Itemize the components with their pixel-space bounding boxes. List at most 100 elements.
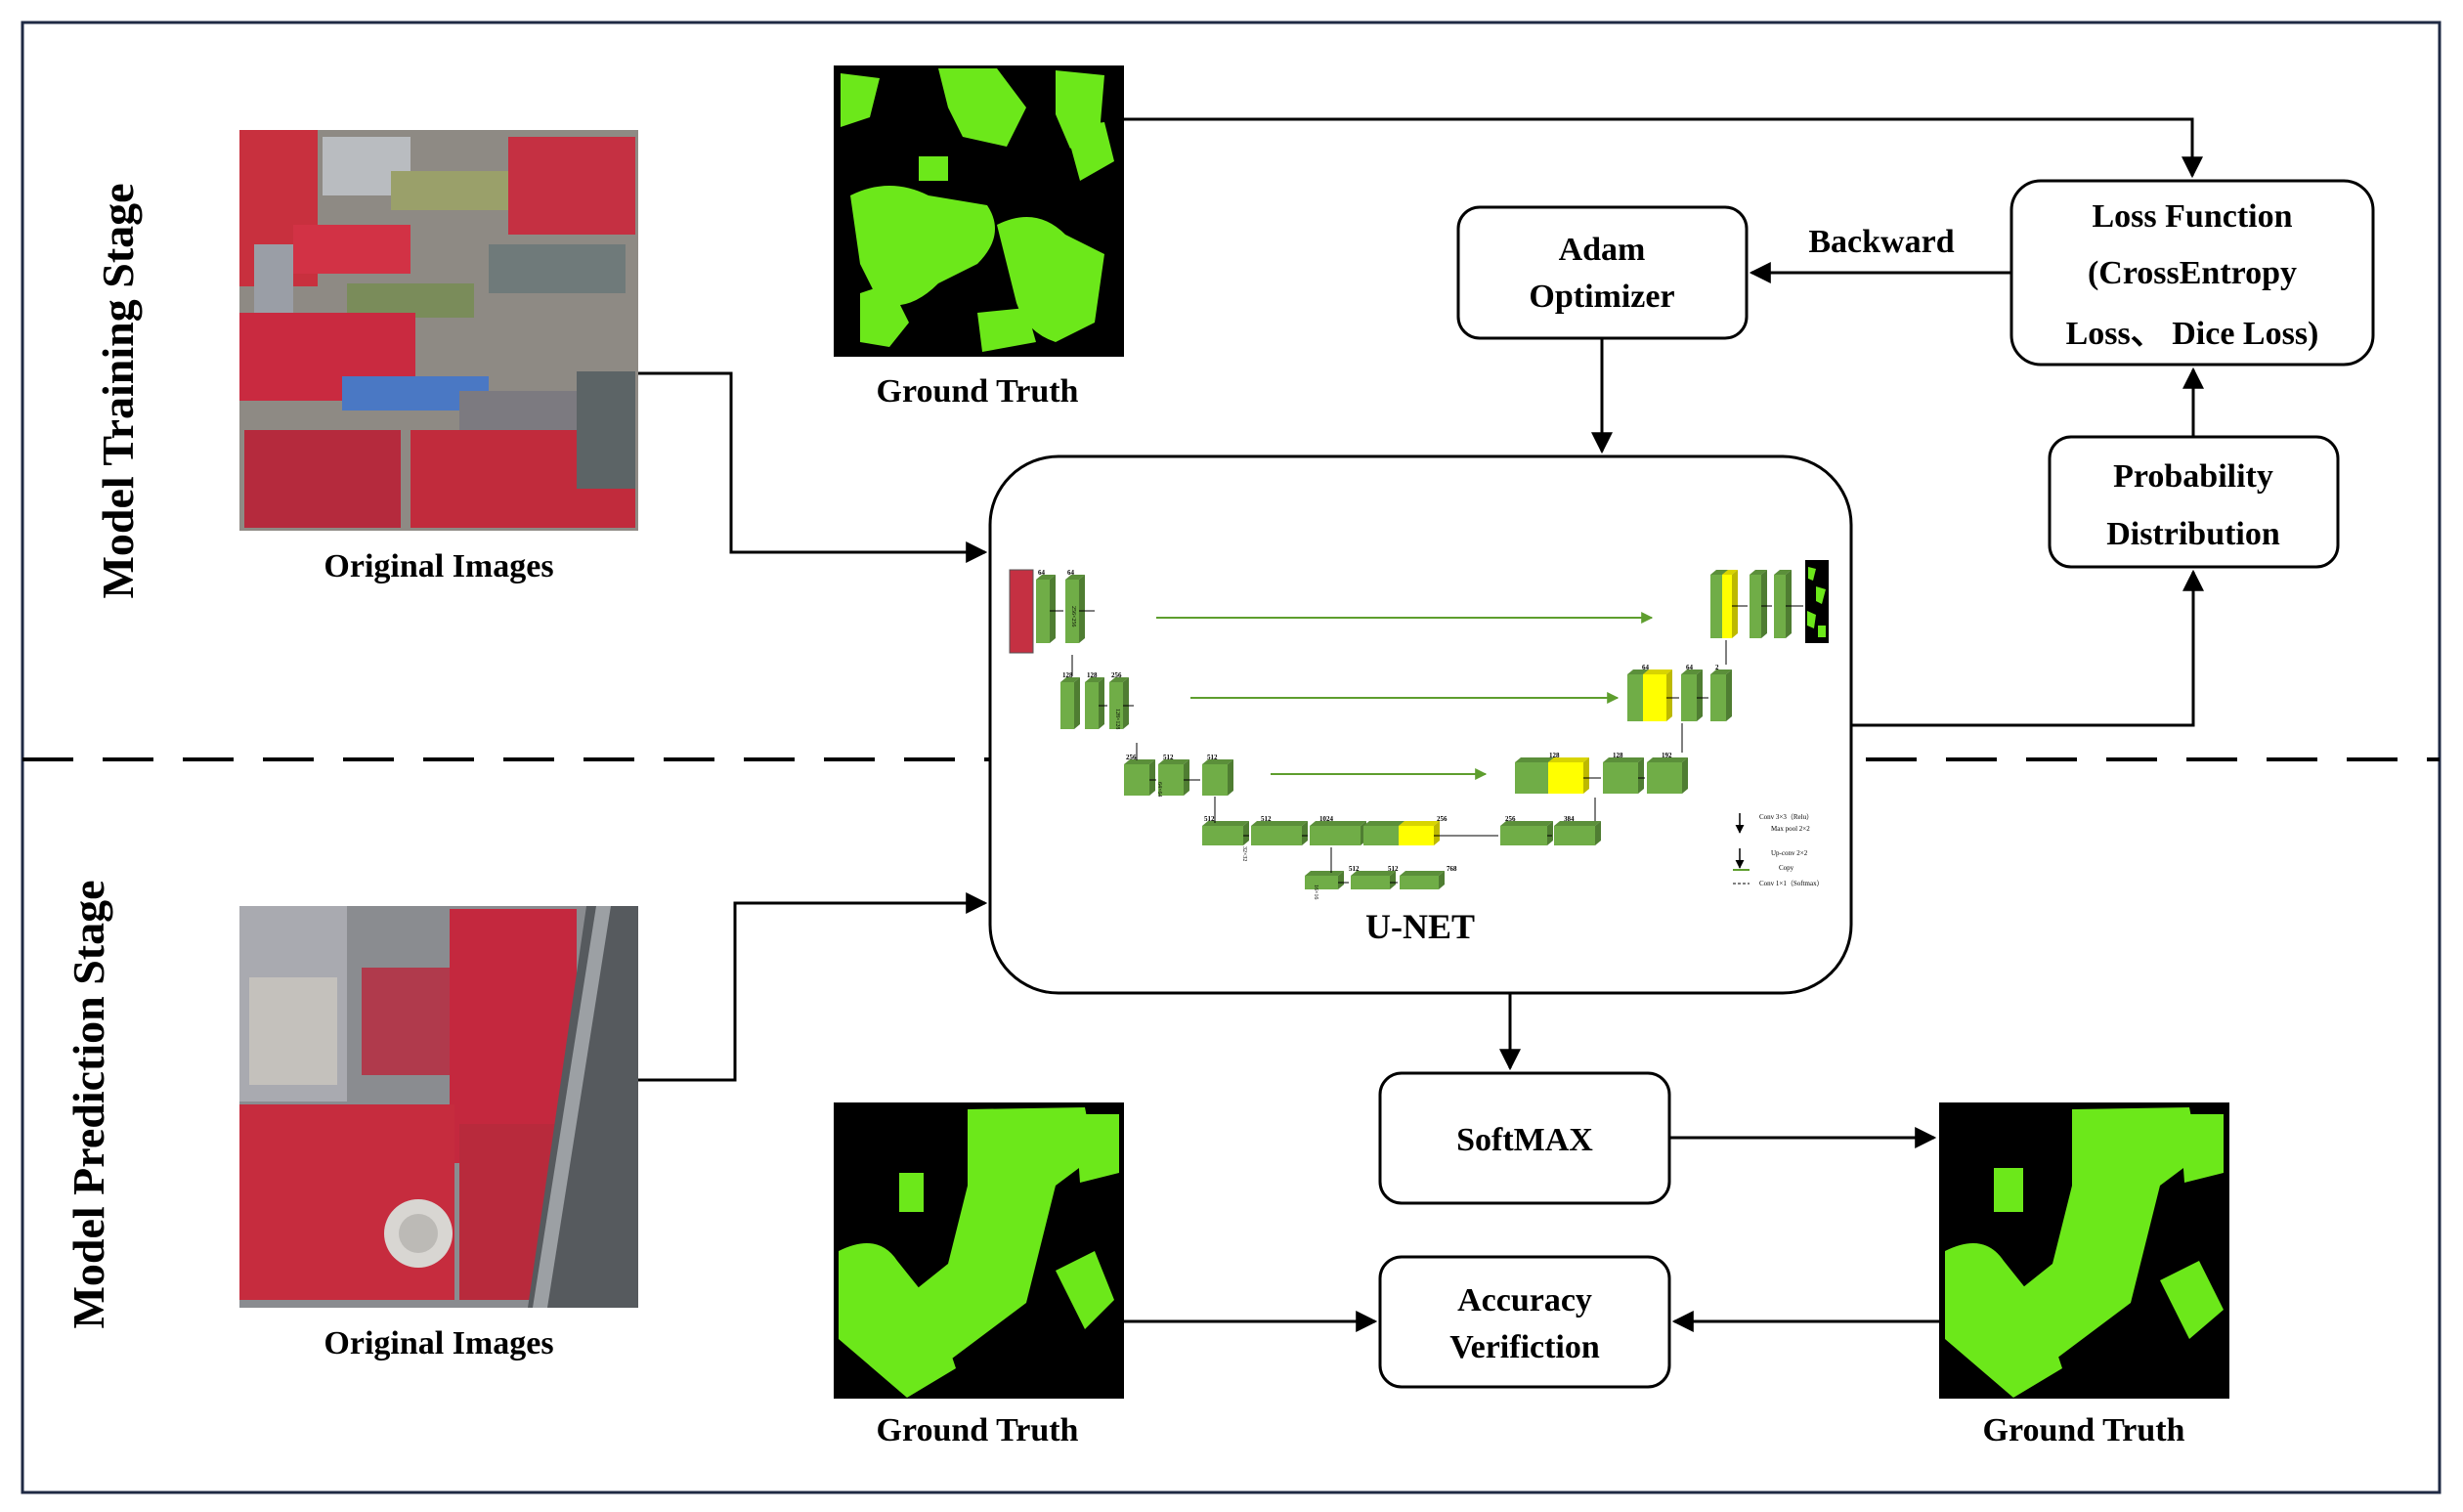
unet-channel-label: 512 [1388, 865, 1399, 873]
unet-block-top [1710, 670, 1732, 674]
arrow-gt-to-loss [1124, 117, 2203, 179]
backward-label: Backward [1808, 224, 1954, 260]
ground-truth-prediction-right [1939, 1102, 2229, 1399]
unet-block-side [1595, 821, 1601, 845]
unet-block-side [1149, 759, 1155, 796]
unet-block [1036, 580, 1050, 643]
unet-channel-label: 512 [1261, 815, 1272, 823]
unet-block-top [1251, 821, 1308, 826]
unet-input-image [1009, 569, 1034, 654]
unet-block-top [1500, 821, 1553, 826]
unet-block [1065, 580, 1079, 643]
caption-gt-prediction-left: Ground Truth [877, 1412, 1079, 1448]
unet-block-top [1085, 677, 1104, 682]
unet-channel-label: 256 [1126, 754, 1137, 761]
legend-copy: Copy [1779, 864, 1794, 872]
accuracy-verification-box: Accuracy Verifiction [1378, 1255, 1671, 1389]
unet-label: U-NET [1365, 907, 1475, 946]
unet-block-side [1439, 871, 1445, 889]
unet-block [1399, 826, 1434, 845]
unet-block-top [1554, 821, 1601, 826]
unet-block-side [1434, 821, 1440, 845]
legend-upconv: Up-conv 2×2 [1771, 849, 1808, 857]
unet-size-label: 256×256 [1070, 606, 1076, 626]
unet-block-top [1399, 821, 1440, 826]
unet-channel-label: 2 [1715, 664, 1719, 671]
unet-block-top [1515, 757, 1554, 762]
unet-channel-label: 128 [1087, 671, 1098, 679]
unet-output-mask [1805, 560, 1829, 643]
unet-block [1202, 826, 1243, 845]
unet-block [1202, 764, 1228, 796]
unet-block [1647, 762, 1682, 794]
caption-original-training: Original Images [324, 548, 553, 584]
unet-size-label: 64×64 [1156, 782, 1162, 797]
unet-channel-label: 128 [1613, 752, 1623, 759]
arrow-prediction-original-to-unet [638, 892, 988, 1082]
unet-block-top [1124, 759, 1155, 764]
unet-channel-label: 64 [1067, 569, 1075, 577]
unet-block-side [1079, 575, 1085, 643]
unet-block-side [1123, 677, 1129, 729]
unet-block [1251, 826, 1302, 845]
unet-block-side [1099, 677, 1104, 729]
unet-block [1722, 575, 1732, 638]
unet-block-side [1243, 821, 1249, 845]
unet-block [1681, 674, 1697, 721]
unet-block-top [1548, 757, 1589, 762]
unet-block [1603, 762, 1638, 794]
unet-channel-label: 192 [1662, 752, 1672, 759]
unet-block-side [1184, 759, 1189, 796]
unet-block [1400, 876, 1439, 889]
unet-block-top [1643, 670, 1672, 674]
unet-block [1351, 876, 1390, 889]
unet-block-side [1583, 757, 1589, 794]
unet-channel-label: 768 [1447, 865, 1457, 873]
unet-block-top [1036, 575, 1056, 580]
unet-block-side [1302, 821, 1308, 845]
loss-line-3: Loss、 Dice Loss) [2066, 316, 2319, 352]
unet-block-side [1666, 670, 1672, 721]
unet-block-side [1761, 570, 1767, 638]
unet-block [1109, 682, 1123, 729]
arrow-original-to-unet [638, 371, 988, 563]
unet-block-top [1647, 757, 1688, 762]
legend-maxpool: Max pool 2×2 [1771, 825, 1810, 833]
caption-gt-prediction-right: Ground Truth [1983, 1412, 2185, 1448]
unet-block [1124, 764, 1149, 796]
loss-line-1: Loss Function [2093, 198, 2293, 235]
unet-block [1554, 826, 1595, 845]
unet-block [1643, 674, 1666, 721]
unet-size-label: 16×16 [1313, 885, 1318, 899]
caption-gt-training: Ground Truth [877, 373, 1079, 410]
unet-block [1750, 575, 1761, 638]
unet-block-side [1638, 757, 1644, 794]
ground-truth-training [834, 65, 1124, 357]
connectors [638, 117, 2204, 1332]
unet-block-side [1050, 575, 1056, 643]
unet-block [1305, 876, 1338, 889]
softmax-box: SoftMAX [1378, 1071, 1671, 1205]
prob-line-1: Probability [2113, 458, 2273, 495]
arrow-unet-to-prob [1851, 569, 2204, 727]
unet-block [1363, 826, 1399, 845]
stage-label-prediction: Model Prediction Stage [64, 880, 113, 1328]
unet-block [1774, 575, 1786, 638]
unet-channel-label: 256 [1505, 815, 1516, 823]
unet-channel-label: 512 [1349, 865, 1360, 873]
unet-block [1158, 764, 1184, 796]
unet-channel-label: 128 [1062, 671, 1073, 679]
unet-block-side [1726, 670, 1732, 721]
unet-block-top [1310, 821, 1366, 826]
unet-block [1310, 826, 1361, 845]
unet-block-side [1074, 677, 1080, 729]
adam-line-1: Adam [1559, 232, 1646, 268]
loss-function-box: Loss Function (CrossEntropy Loss、 Dice L… [2009, 179, 2375, 367]
unet-channel-label: 64 [1038, 569, 1046, 577]
unet-block-top [1681, 670, 1703, 674]
unet-block-top [1627, 670, 1649, 674]
caption-original-prediction: Original Images [324, 1325, 553, 1361]
unet-block-top [1363, 821, 1404, 826]
unet-block-side [1547, 821, 1553, 845]
unet-block [1500, 826, 1547, 845]
